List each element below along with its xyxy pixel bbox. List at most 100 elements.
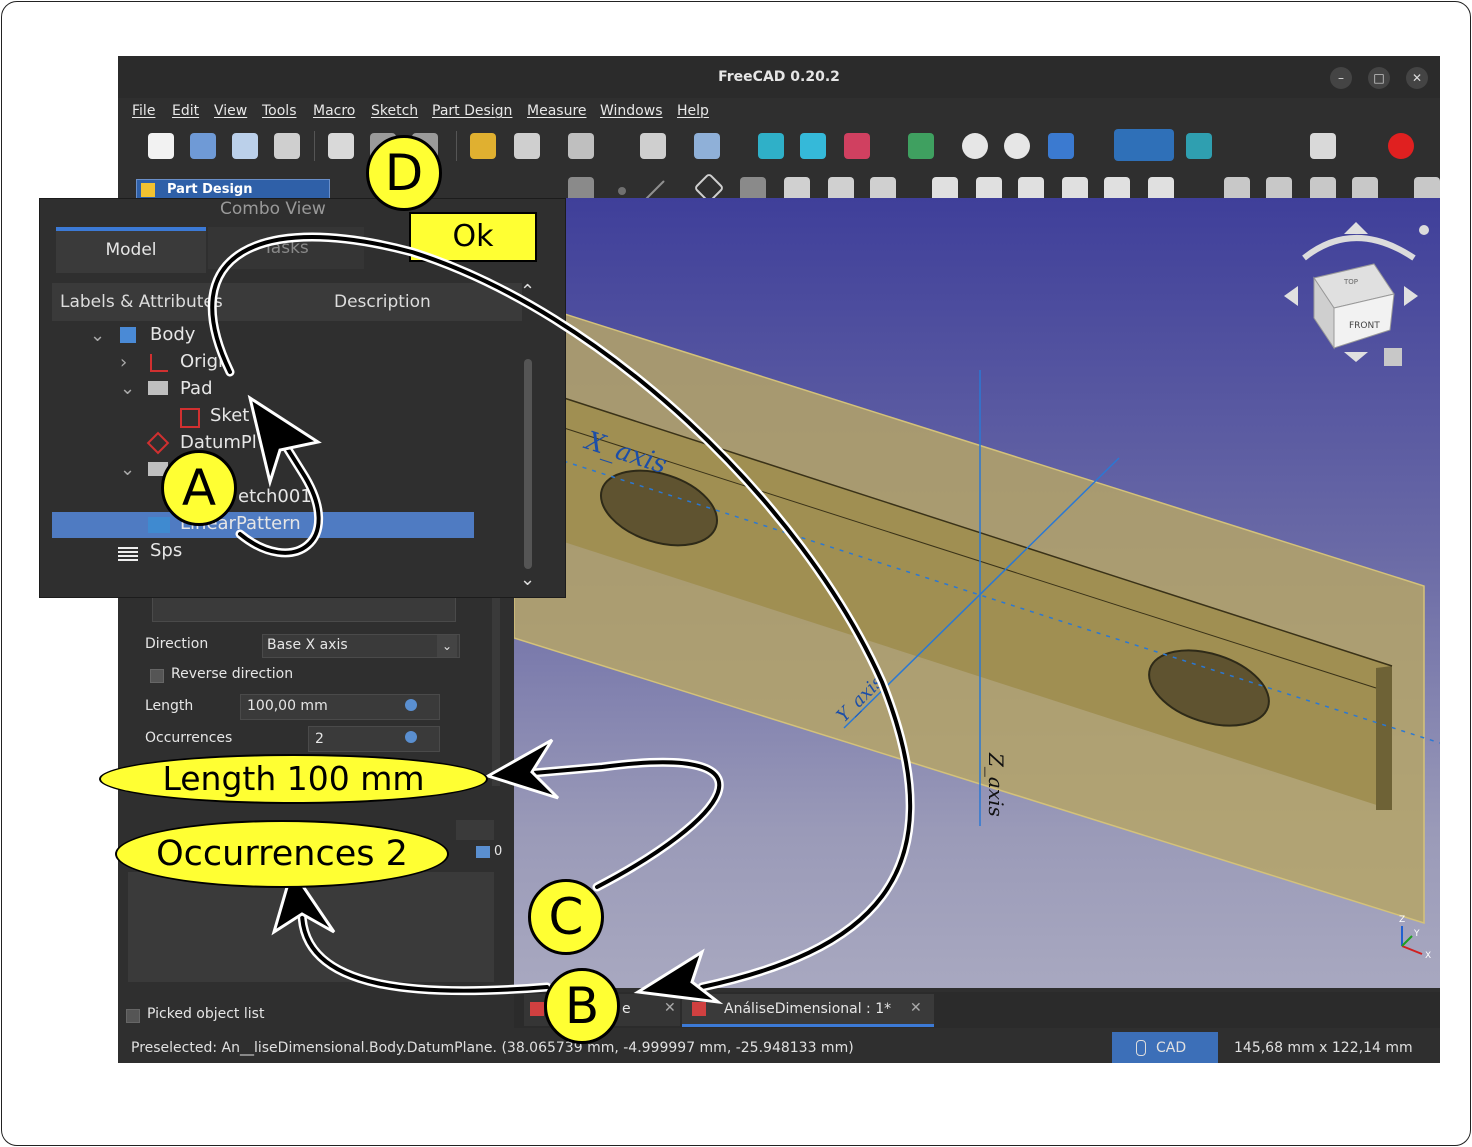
triad-z-label: Z (1399, 915, 1405, 925)
callout-b: B (544, 968, 620, 1044)
triad-x-label: X (1425, 951, 1431, 961)
navcube-front-label: FRONT (1349, 321, 1380, 331)
scroll-down-icon[interactable]: ⌄ (520, 569, 536, 590)
menu-windows[interactable]: Windows (600, 103, 663, 119)
occurrences-callout: Occurrences 2 (115, 820, 449, 888)
whats-this-icon[interactable] (694, 133, 720, 159)
pad-feature-icon (148, 381, 168, 395)
minimize-button[interactable]: – (1330, 67, 1352, 89)
fit-all-icon[interactable] (758, 133, 784, 159)
slot-hole (1148, 649, 1270, 727)
line-icon[interactable] (645, 180, 665, 200)
chevron-down-icon: ⌄ (437, 635, 457, 657)
tab-tasks[interactable]: Tasks (208, 227, 364, 269)
expression-icon[interactable] (405, 731, 417, 743)
features-list[interactable] (152, 596, 456, 622)
record-macro-icon[interactable] (1388, 133, 1414, 159)
doc-tab-active[interactable]: AnáliseDimensional : 1* ✕ (682, 994, 934, 1027)
point-icon[interactable] (618, 187, 626, 195)
menu-help[interactable]: Help (677, 103, 709, 119)
redo-icon[interactable] (514, 133, 540, 159)
freecad-doc-icon (692, 1002, 706, 1016)
mouse-icon (1136, 1040, 1146, 1056)
refresh-check-icon[interactable] (568, 133, 594, 159)
isometric-view-icon[interactable] (1186, 133, 1212, 159)
length-callout: Length 100 mm (99, 754, 488, 804)
toolbar-separator (456, 131, 457, 161)
axis-triad: Z Y X (1399, 915, 1431, 961)
document-tabs: e ✕ AnáliseDimensional : 1* ✕ (514, 992, 1440, 1028)
navigation-style-label: CAD (1156, 1040, 1187, 1056)
reverse-direction-checkbox[interactable] (150, 669, 164, 683)
close-button[interactable]: ✕ (1406, 67, 1428, 89)
tree-item-sketch001[interactable]: etch001 (238, 486, 312, 507)
task-scrollbar[interactable] (492, 596, 500, 786)
length-value: 100,00 mm (247, 698, 328, 714)
menu-part-design[interactable]: Part Design (432, 103, 513, 119)
counter-field[interactable] (456, 820, 494, 840)
part-icon[interactable] (1310, 133, 1336, 159)
draw-style-icon[interactable] (844, 133, 870, 159)
picked-object-checkbox[interactable] (126, 1009, 140, 1023)
viewport-scene: X_axis Y_axis Z_axis FRONT TOP (514, 222, 1440, 961)
navcube-top-label: TOP (1343, 278, 1358, 286)
navigation-style-button[interactable]: CAD (1112, 1032, 1218, 1063)
counter-value: 0 (494, 844, 503, 859)
direction-select[interactable]: Base X axis ⌄ (262, 634, 460, 658)
cut-icon[interactable] (328, 133, 354, 159)
reverse-direction-label: Reverse direction (171, 666, 294, 682)
menu-sketch[interactable]: Sketch (371, 103, 419, 119)
menu-tools[interactable]: Tools (262, 103, 297, 119)
fit-selection-icon[interactable] (800, 133, 826, 159)
scroll-up-icon[interactable]: ⌃ (520, 281, 536, 302)
ok-button-callout[interactable]: Ok (409, 212, 537, 262)
expression-icon[interactable] (405, 699, 417, 711)
back-arrow-icon[interactable] (962, 133, 988, 159)
main-toolbar (118, 126, 1440, 166)
expand-chevron-icon[interactable]: ⌄ (90, 325, 106, 346)
callout-d: D (366, 135, 442, 211)
print-icon[interactable] (274, 133, 300, 159)
maximize-button[interactable]: □ (1368, 67, 1390, 89)
new-document-icon[interactable] (148, 133, 174, 159)
tree-item-origin[interactable]: Origi (180, 351, 223, 372)
column-header-labels[interactable]: Labels & Attributes (52, 283, 328, 321)
menu-file[interactable]: File (132, 103, 156, 119)
menu-macro[interactable]: Macro (313, 103, 356, 119)
status-dimensions: 145,68 mm x 122,14 mm (1234, 1040, 1413, 1056)
menu-view[interactable]: View (214, 103, 248, 119)
workbench-icon[interactable] (1048, 133, 1074, 159)
length-input[interactable]: 100,00 mm (240, 694, 440, 720)
menu-bar: File Edit View Tools Macro Sketch Part D… (118, 98, 1440, 124)
close-icon[interactable]: ✕ (664, 1000, 676, 1016)
recompute-icon[interactable] (640, 133, 666, 159)
tree-item-sketch[interactable]: Sket (210, 405, 250, 426)
tree-item-body[interactable]: Body (150, 324, 196, 345)
status-bar: Preselected: An__liseDimensional.Body.Da… (118, 1032, 1440, 1063)
menu-edit[interactable]: Edit (172, 103, 200, 119)
navigation-cube[interactable]: FRONT TOP (1284, 222, 1429, 366)
tab-model[interactable]: Model (56, 227, 206, 273)
occurrences-input[interactable]: 2 (308, 726, 440, 752)
window-title: FreeCAD 0.20.2 (718, 69, 840, 85)
open-icon[interactable] (190, 133, 216, 159)
expression-icon[interactable] (476, 846, 490, 858)
column-header-description[interactable]: Description (324, 283, 522, 321)
bounding-box-icon[interactable] (908, 133, 934, 159)
tree-item-pad[interactable]: Pad (180, 378, 213, 399)
expand-chevron-icon[interactable]: › (120, 352, 128, 373)
save-icon[interactable] (232, 133, 258, 159)
close-icon[interactable]: ✕ (910, 1000, 922, 1016)
3d-viewport[interactable]: X_axis Y_axis Z_axis FRONT TOP (514, 198, 1440, 988)
tree-scrollbar[interactable] (524, 359, 532, 569)
menu-measure[interactable]: Measure (527, 103, 587, 119)
part-end-face (1376, 666, 1392, 810)
status-preselected: Preselected: An__liseDimensional.Body.Da… (131, 1040, 854, 1056)
zoom-icon[interactable] (1114, 129, 1174, 161)
forward-arrow-icon[interactable] (1004, 133, 1030, 159)
expand-chevron-icon[interactable]: ⌄ (120, 378, 136, 399)
tree-item-spreadsheet[interactable]: Sps (150, 540, 183, 561)
undo-icon[interactable] (470, 133, 496, 159)
expand-chevron-icon[interactable]: ⌄ (120, 459, 136, 480)
